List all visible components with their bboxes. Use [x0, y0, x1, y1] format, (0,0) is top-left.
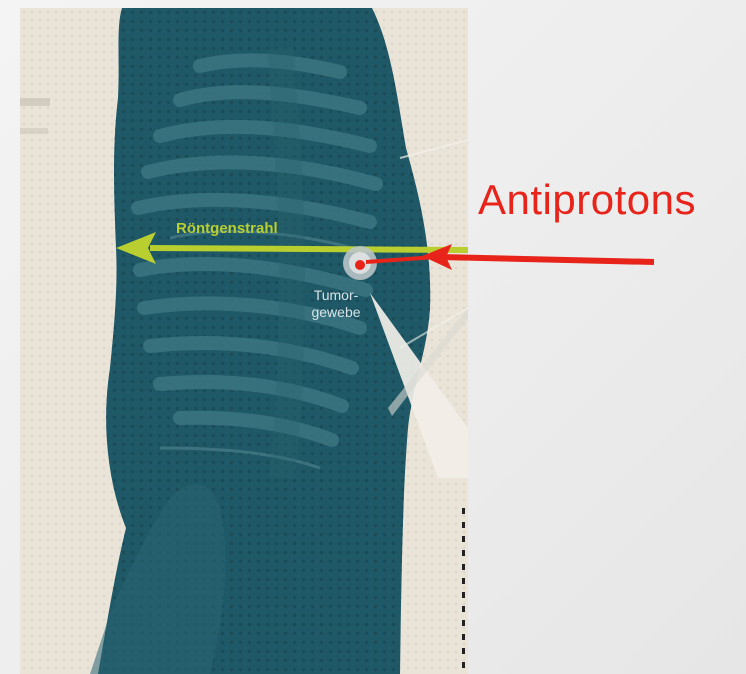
- background-print: [20, 128, 48, 134]
- tumor-marker: [343, 246, 377, 280]
- scanned-illustration: Röntgenstrahl Tumor- gewebe: [20, 8, 468, 674]
- tumor-label-line1: Tumor-: [314, 287, 359, 303]
- torso-illustration: Röntgenstrahl Tumor- gewebe: [20, 8, 468, 674]
- tumor-label-line2: gewebe: [311, 304, 360, 320]
- spine-shading: [280, 48, 292, 478]
- antiprotons-label: Antiprotons: [478, 176, 696, 224]
- background-print: [20, 98, 50, 106]
- xray-label: Röntgenstrahl: [176, 220, 278, 237]
